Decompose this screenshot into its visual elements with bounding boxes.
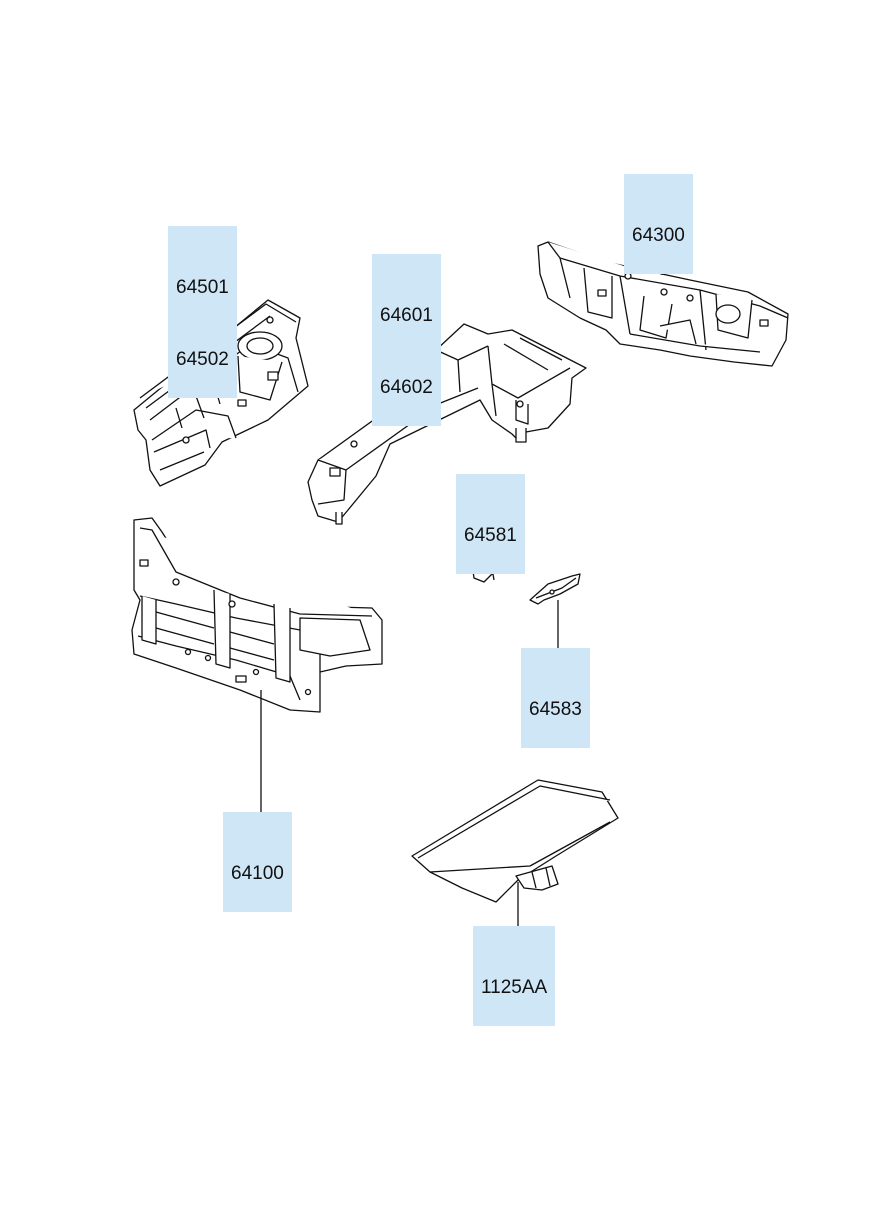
dash-panel-illustration[interactable] xyxy=(537,241,789,367)
label-insulator-pad[interactable]: 1125AA xyxy=(473,926,556,1026)
part-number: 64501 xyxy=(176,277,229,298)
label-bracket-64581[interactable]: 64581 xyxy=(456,474,525,574)
front-side-member-illustration[interactable] xyxy=(307,323,587,525)
radiator-support-illustration[interactable] xyxy=(131,517,383,713)
part-number: 64581 xyxy=(464,525,517,546)
part-number: 64300 xyxy=(632,225,685,246)
part-number: 64100 xyxy=(231,863,284,884)
part-number: 1125AA xyxy=(481,977,548,998)
label-bracket-64583[interactable]: 64583 xyxy=(521,648,590,748)
insulator-pad-illustration[interactable] xyxy=(411,779,619,903)
label-dash-panel[interactable]: 64300 xyxy=(624,174,693,274)
label-fender-apron[interactable]: 64501 64502 xyxy=(168,226,237,398)
part-number: 64583 xyxy=(529,699,582,720)
bracket-64583-illustration[interactable] xyxy=(529,573,581,605)
label-radiator-support[interactable]: 64100 xyxy=(223,812,292,912)
part-number: 64502 xyxy=(176,349,229,370)
label-front-side-member[interactable]: 64601 64602 xyxy=(372,254,441,426)
part-number: 64601 xyxy=(380,305,433,326)
part-number: 64602 xyxy=(380,377,433,398)
